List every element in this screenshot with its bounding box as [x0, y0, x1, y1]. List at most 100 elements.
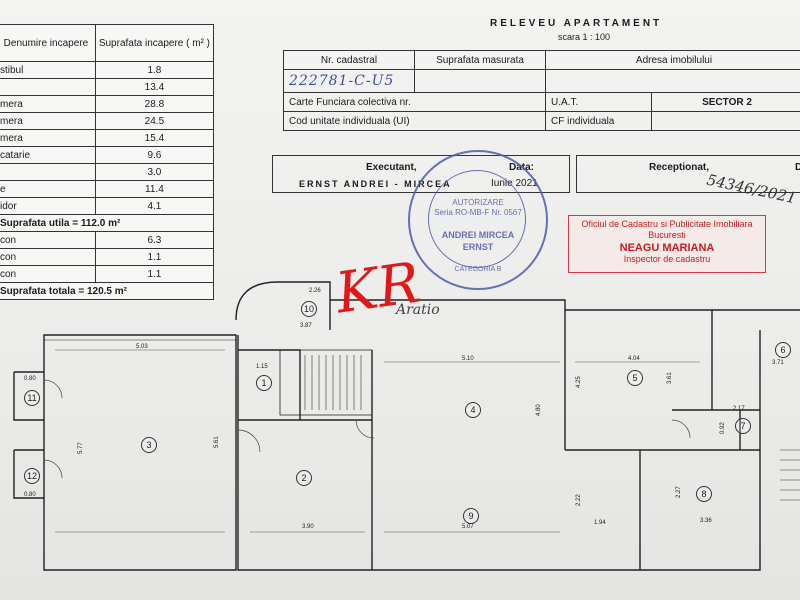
dimension-label: 0.80 — [24, 376, 36, 382]
room-area: 13.4 — [94, 78, 215, 96]
room-area: 24.5 — [94, 112, 215, 130]
room-name — [0, 163, 96, 181]
room-area-table: Denumire incapere Suprafata incapere ( m… — [0, 24, 215, 300]
total-area: Suprafata totala = 120.5 m² — [0, 282, 214, 300]
dimension-label: 4.80 — [536, 404, 542, 416]
table-row: 3.0 — [0, 163, 215, 181]
room-label: 6 — [775, 342, 791, 358]
ocpi-line: Inspector de cadastru — [623, 254, 711, 264]
useful-area-row: Suprafata utila = 112.0 m² — [0, 214, 214, 232]
stamp-line: ERNST — [462, 242, 494, 252]
dimension-label: 5.61 — [214, 436, 220, 448]
room-name: mera — [0, 112, 96, 130]
room-label: 10 — [301, 301, 317, 317]
dimension-label: 3.36 — [700, 518, 712, 524]
room-area: 9.6 — [94, 146, 215, 164]
dimension-label: 0.80 — [24, 492, 36, 498]
dimension-label: 4.25 — [576, 376, 582, 388]
carte-funciara-label: Carte Funciara colectiva nr. — [283, 92, 546, 112]
document-title: RELEVEU APARTAMENT — [490, 18, 663, 29]
stamp-line: ANDREI MIRCEA — [441, 230, 515, 240]
receptionat-box: Receptionat, D — [576, 155, 800, 193]
adresa-value — [545, 69, 800, 93]
executant-name: ERNST ANDREI - MIRCEA — [299, 179, 452, 189]
dimension-label: 3.90 — [302, 524, 314, 530]
ocpi-line: Oficiul de Cadastru si Publicitate Imobi… — [581, 219, 753, 229]
header-room-name: Denumire incapere — [0, 24, 96, 62]
nr-cadastral-label: Nr. cadastral — [283, 50, 415, 70]
room-label: 8 — [696, 486, 712, 502]
ocpi-line: Bucuresti — [648, 230, 686, 240]
authorization-stamp: AUTORIZARE Seria RO-MB-F Nr. 0567 ANDREI… — [408, 150, 548, 290]
room-label: 9 — [463, 508, 479, 524]
stamp-line: CATEGORIA B — [454, 266, 502, 273]
room-name: catarie — [0, 146, 96, 164]
cf-individuala-value — [651, 111, 800, 131]
header-room-area: Suprafata incapere ( m² ) — [94, 24, 215, 62]
room-area: 15.4 — [94, 129, 215, 147]
dimension-label: 1.15 — [256, 364, 268, 370]
room-area: 1.8 — [94, 61, 215, 79]
room-label: 2 — [296, 470, 312, 486]
dimension-label: 3.61 — [667, 372, 673, 384]
room-label: 4 — [465, 402, 481, 418]
balcony-area: 6.3 — [94, 231, 215, 249]
room-label: 11 — [24, 390, 40, 406]
room-name: idor — [0, 197, 96, 215]
adresa-label: Adresa imobilului — [545, 50, 800, 70]
suprafata-value — [414, 69, 546, 93]
room-name: mera — [0, 95, 96, 113]
nr-cadastral-value: 222781-C-U5 — [289, 73, 395, 89]
executant-label: Executant, — [366, 162, 417, 173]
room-name — [0, 78, 96, 96]
dimension-label: 2.22 — [576, 494, 582, 506]
room-label: 7 — [735, 418, 751, 434]
document-scale: scara 1 : 100 — [558, 32, 611, 42]
stamp-line: AUTORIZARE — [452, 198, 504, 207]
dimension-label: 5.03 — [136, 344, 148, 350]
total-area-row: Suprafata totala = 120.5 m² — [0, 282, 214, 300]
cf-individuala-label: CF individuala — [545, 111, 652, 131]
dimension-label: 5.10 — [462, 356, 474, 362]
ocpi-stamp: Oficiul de Cadastru si Publicitate Imobi… — [568, 215, 766, 273]
dimension-label: 0.92 — [720, 422, 726, 434]
signature-text: Aratio — [396, 302, 440, 318]
room-area: 4.1 — [94, 197, 215, 215]
dimension-label: 3.71 — [772, 360, 784, 366]
room-area: 3.0 — [94, 163, 215, 181]
uat-label: U.A.T. — [545, 92, 652, 112]
dimension-label: 2.26 — [309, 288, 321, 294]
ocpi-inspector-name: NEAGU MARIANA — [619, 242, 715, 254]
dimension-label: 3.87 — [300, 323, 312, 329]
useful-area-total: Suprafata utila = 112.0 m² — [0, 214, 214, 232]
room-area: 11.4 — [94, 180, 215, 198]
receptionat-data-label: D — [795, 162, 800, 173]
room-area: 28.8 — [94, 95, 215, 113]
dimension-label: 4.04 — [628, 356, 640, 362]
room-label: 3 — [141, 437, 157, 453]
floor-plan-drawing — [13, 281, 800, 571]
suprafata-label: Suprafata masurata — [414, 50, 546, 70]
table-row: 13.4 — [0, 78, 215, 96]
room-label: 1 — [256, 375, 272, 391]
dimension-label: 5.07 — [462, 524, 474, 530]
dimension-label: 5.77 — [78, 442, 84, 454]
balcony-name: con — [0, 248, 96, 266]
cod-ui-label: Cod unitate individuala (UI) — [283, 111, 546, 131]
stamp-line: Seria RO-MB-F Nr. 0567 — [434, 208, 522, 217]
dimension-label: 2.27 — [676, 486, 682, 498]
room-name: e — [0, 180, 96, 198]
room-name: mera — [0, 129, 96, 147]
cadastral-info-table: Nr. cadastral Suprafata masurata Adresa … — [283, 50, 800, 131]
balcony-name: con — [0, 231, 96, 249]
